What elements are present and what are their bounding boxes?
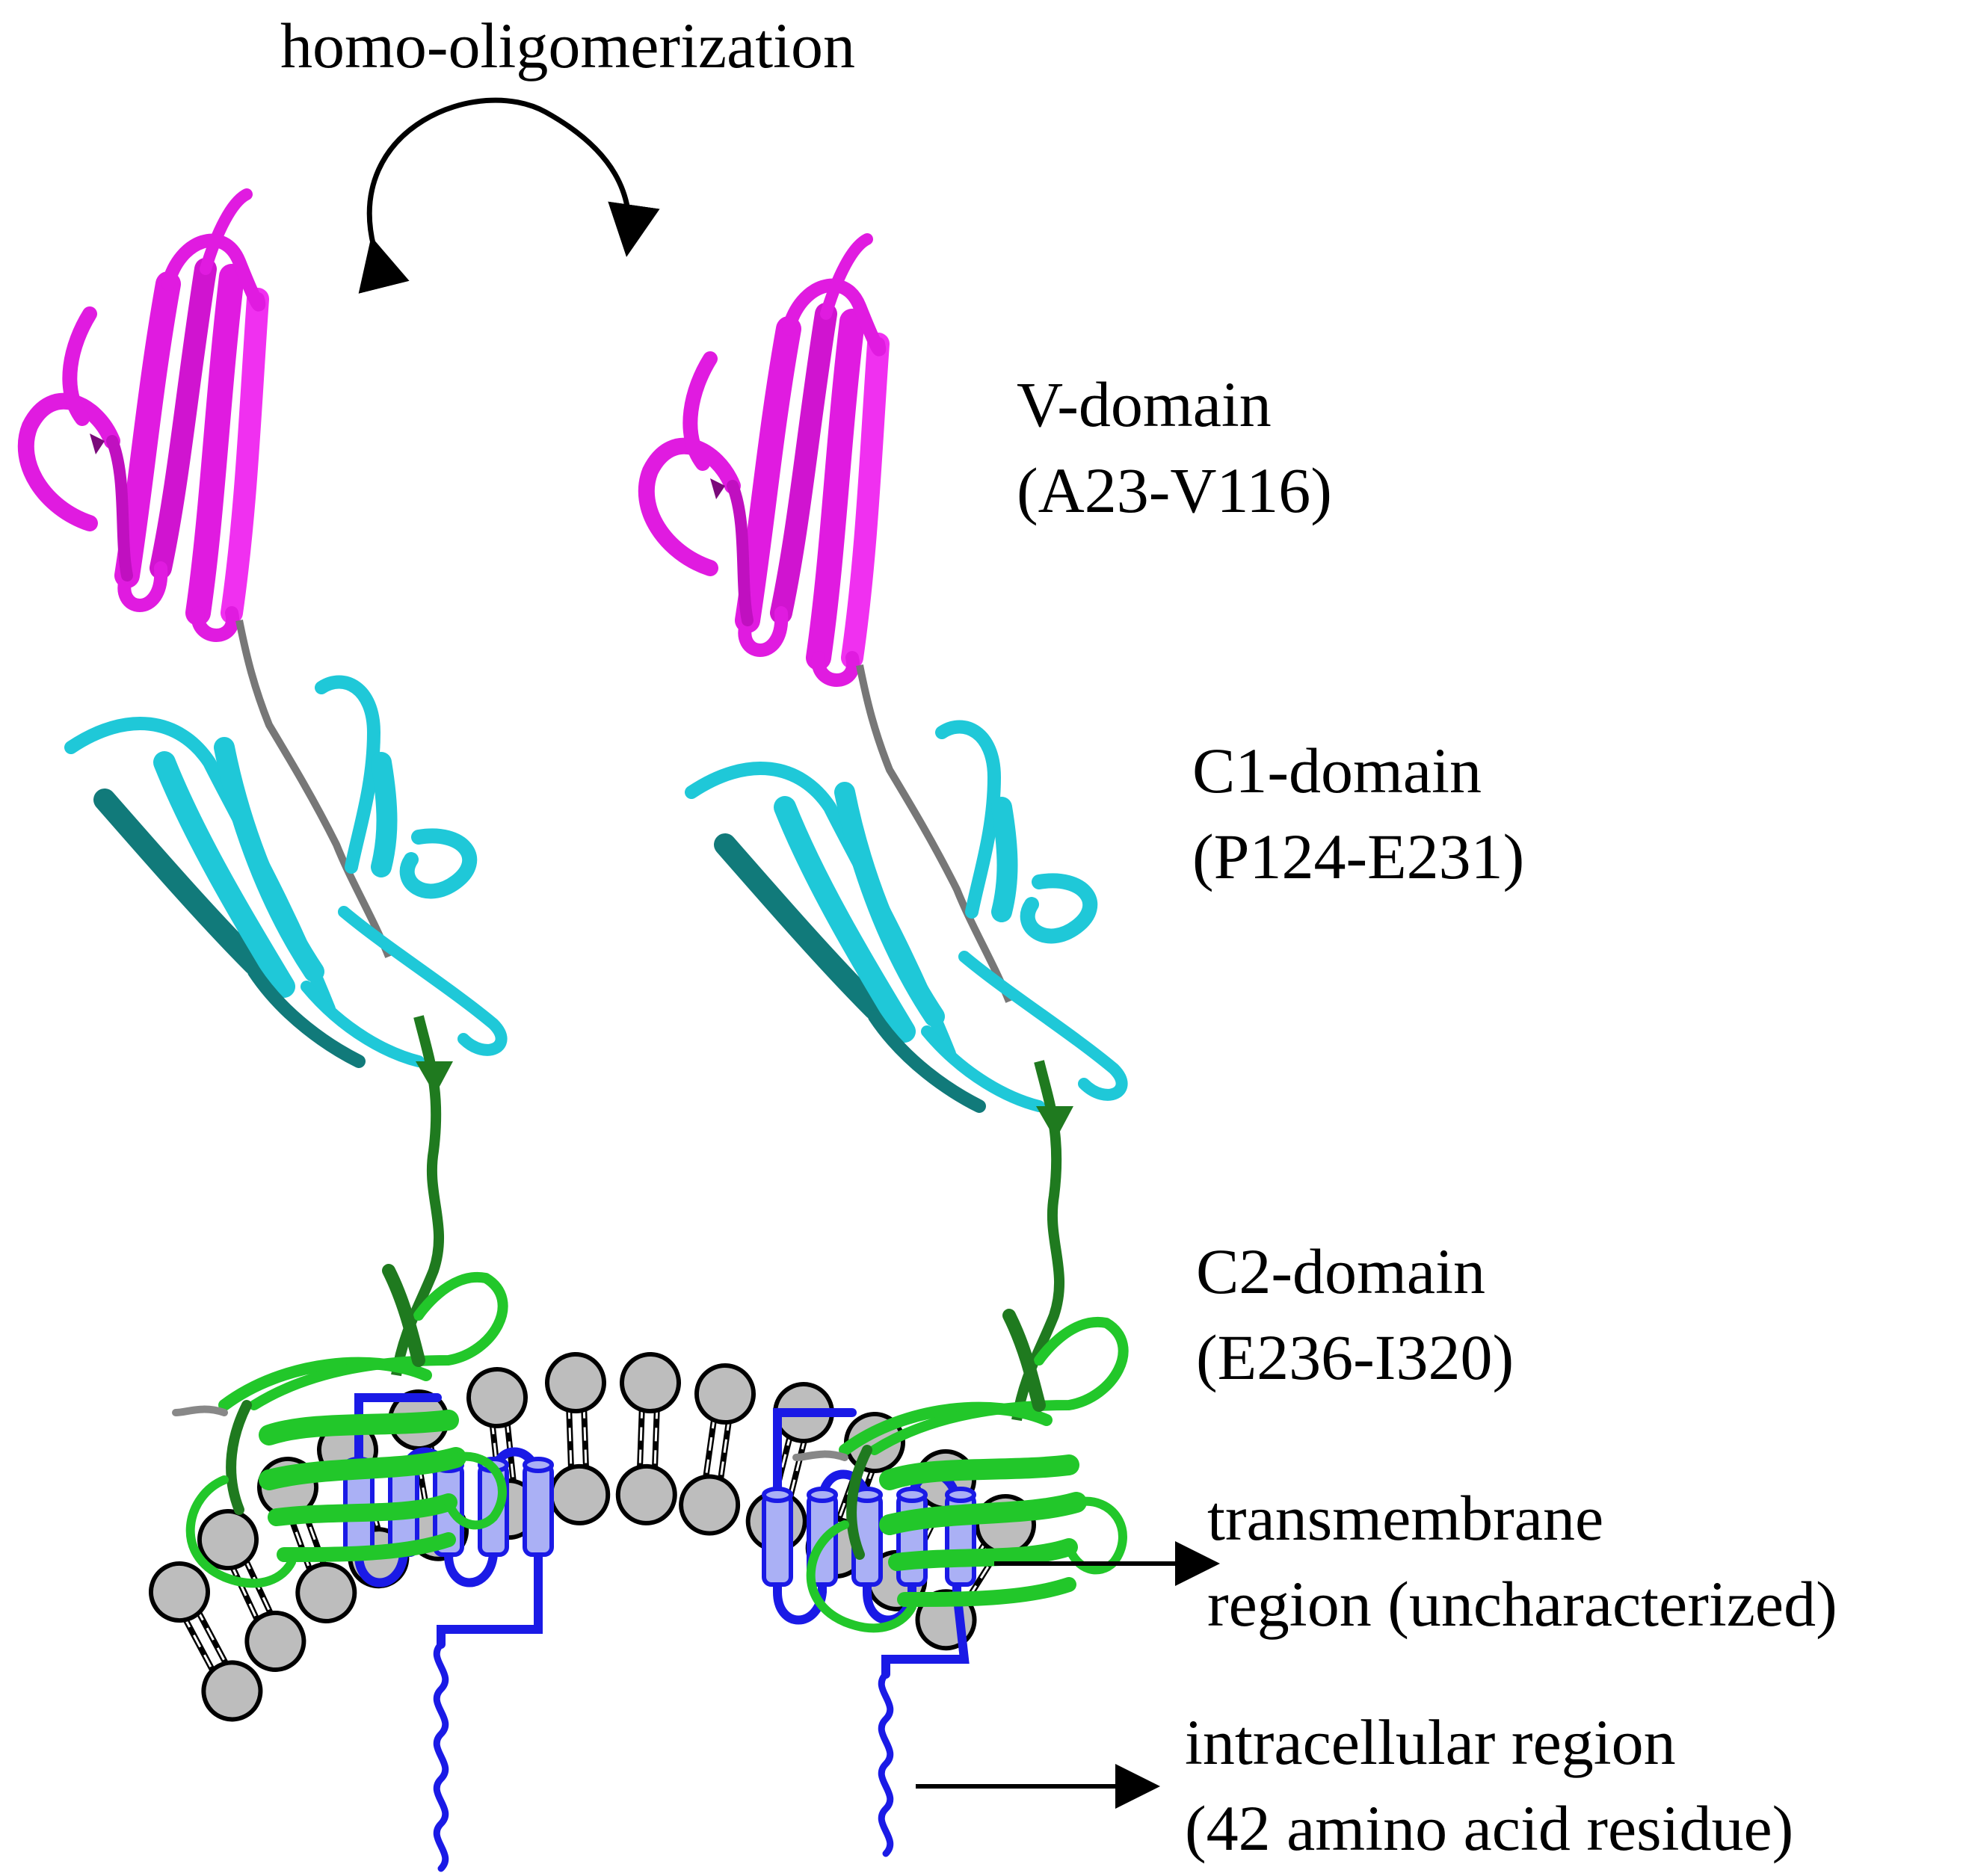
v-domain-name: V-domain — [1017, 368, 1272, 440]
v-domain-range: (A23-V116) — [1017, 454, 1332, 526]
tm-region-line1: transmembrane — [1207, 1482, 1603, 1554]
c1-domain-range: (P124-E231) — [1192, 821, 1524, 892]
tm-region-line2: region (uncharacterized) — [1207, 1568, 1837, 1640]
intracellular-region-line1: intracellular region — [1185, 1706, 1676, 1778]
intracellular-region-line2: (42 amino acid residue) — [1185, 1792, 1793, 1864]
c1-domain-name: C1-domain — [1192, 735, 1482, 806]
receptor-monomer-left — [26, 194, 503, 1583]
homo-oligomerization-label: homo-oligomerization — [280, 10, 855, 81]
c2-domain-range: (E236-I320) — [1196, 1321, 1514, 1393]
c2-domain-name: C2-domain — [1196, 1235, 1485, 1307]
oligomerization-arrow — [358, 97, 660, 294]
